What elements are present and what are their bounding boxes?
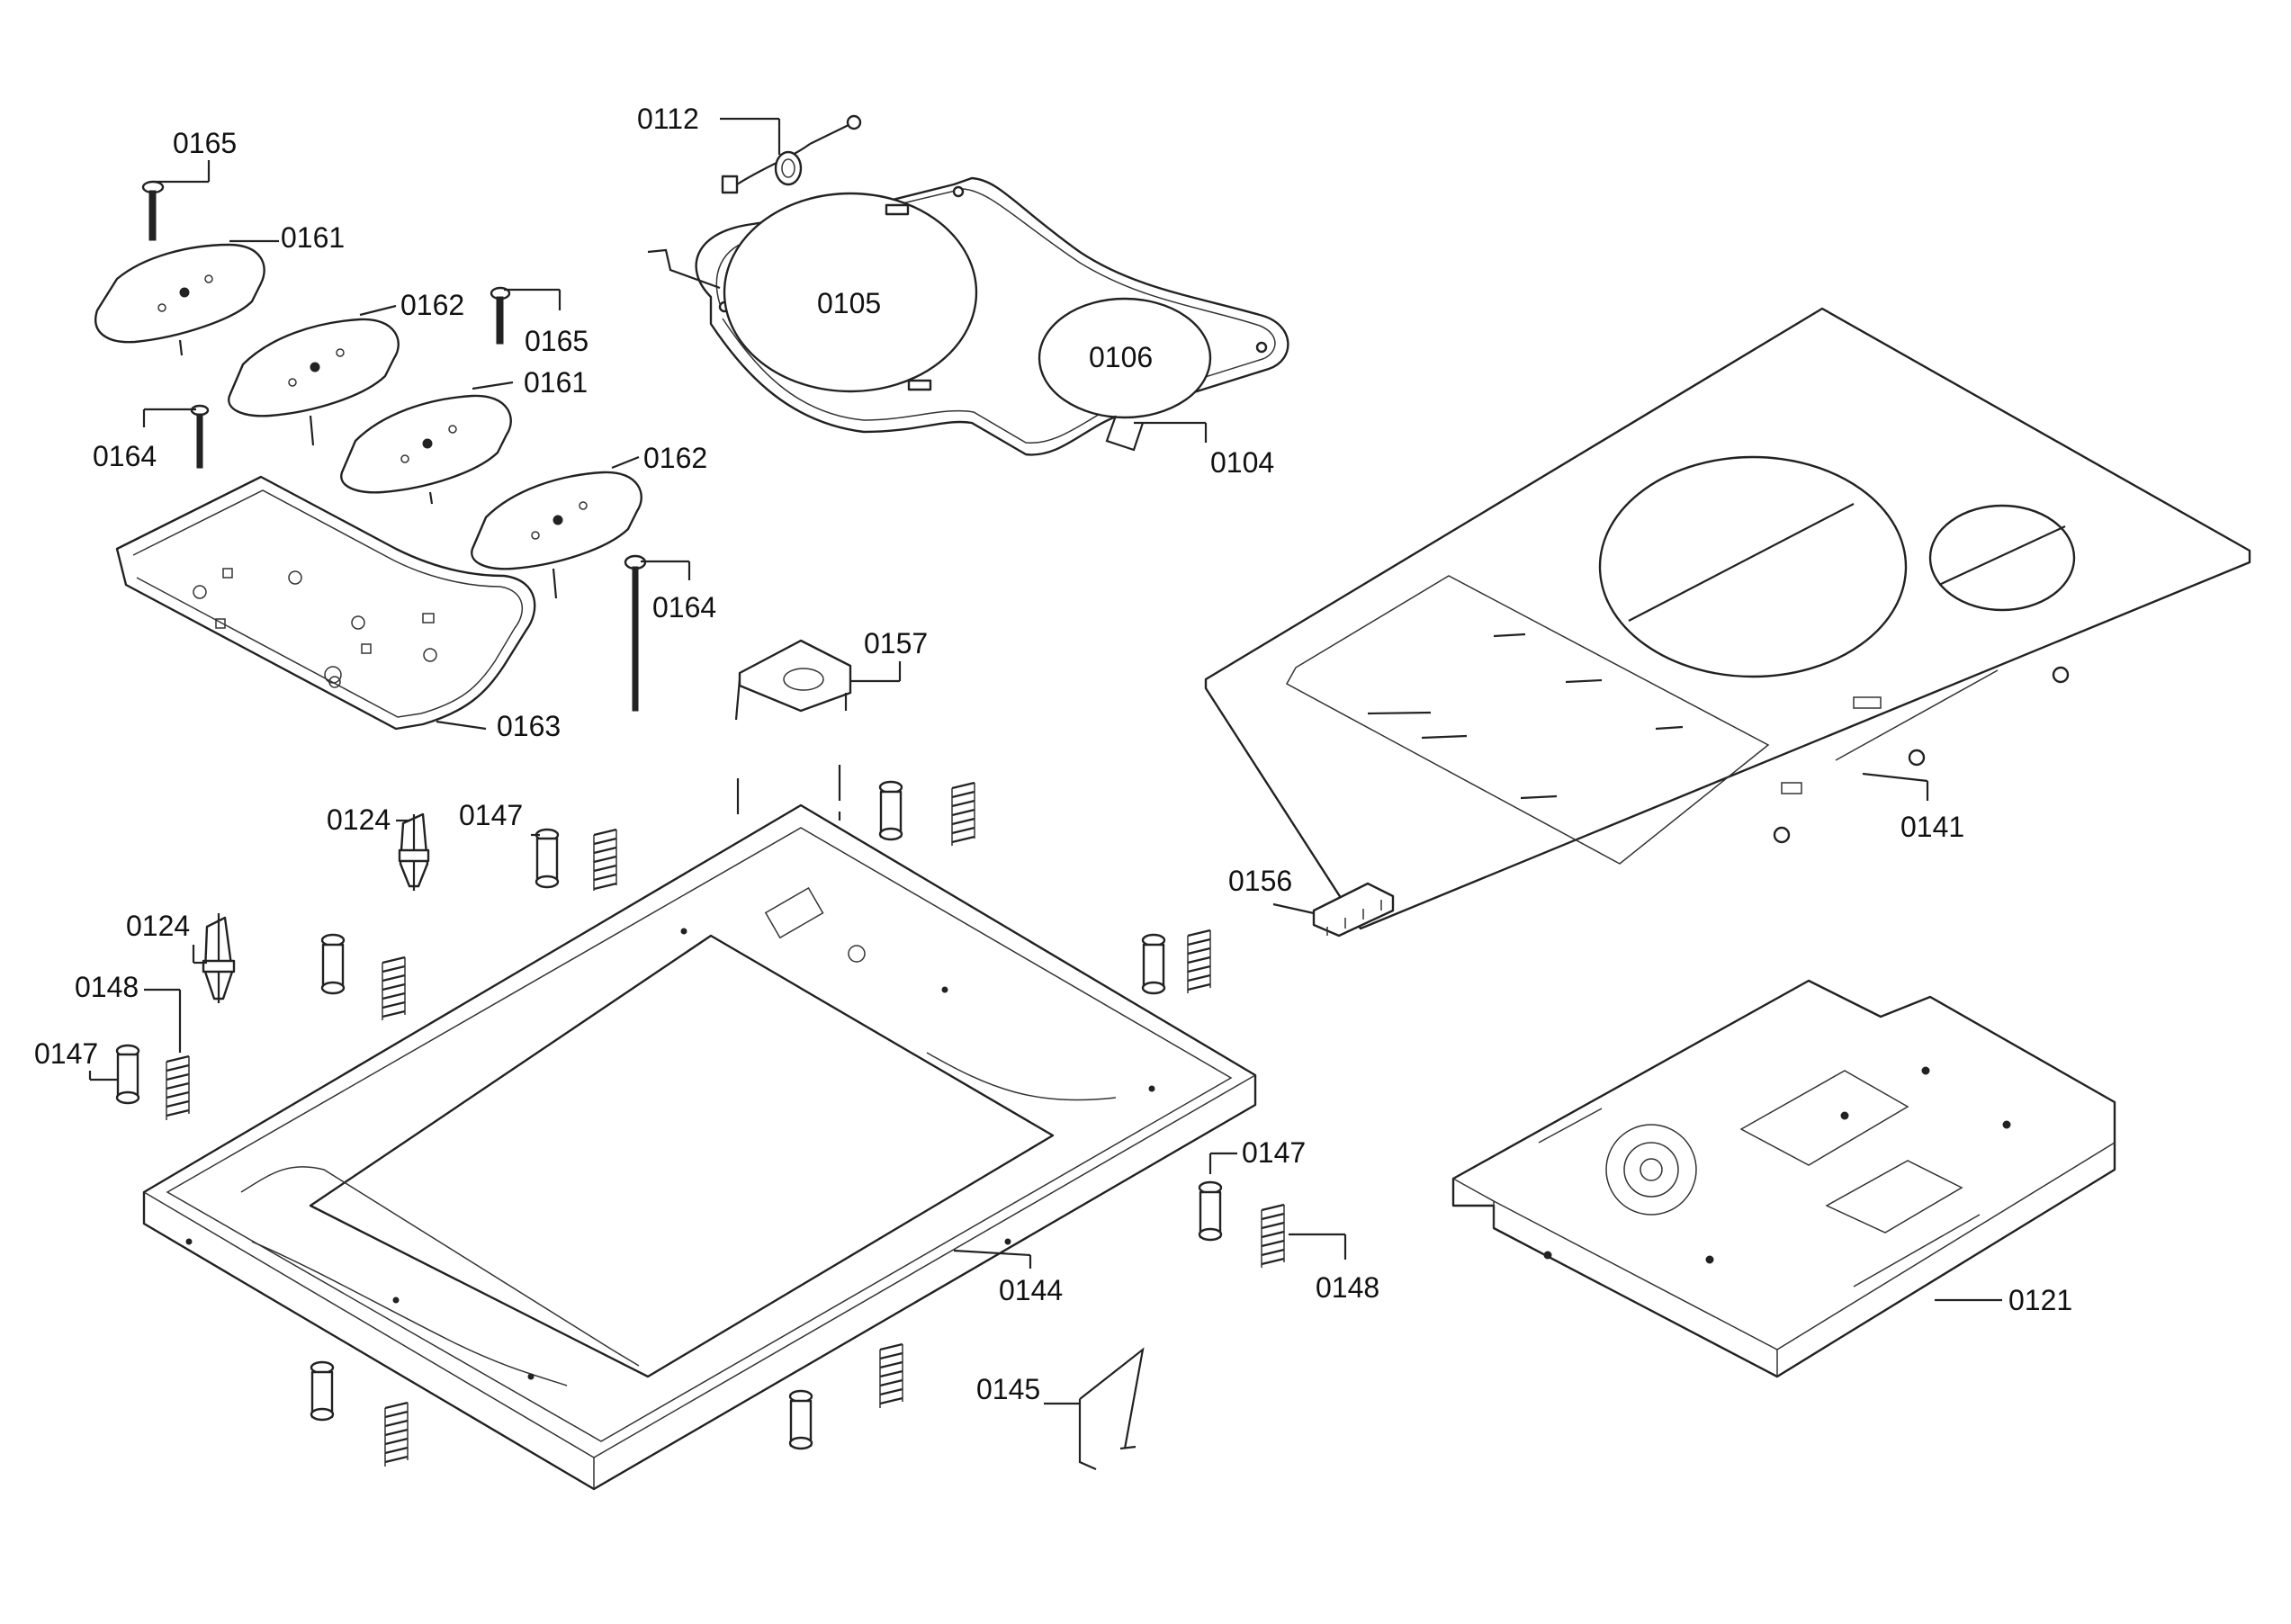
spring-bottom-left: [384, 1401, 409, 1467]
callout-0157: 0157: [864, 627, 928, 659]
part-0144-frame: [142, 803, 1257, 1491]
spring-mid-left: [382, 956, 406, 1020]
callout-0162b: 0162: [643, 442, 707, 474]
callout-0161a: 0161: [281, 221, 345, 254]
part-0165-screw-a: [141, 180, 165, 241]
callout-0121: 0121: [2008, 1284, 2072, 1316]
callout-0147a: 0147: [459, 799, 523, 831]
callout-0164a: 0164: [93, 440, 157, 472]
part-0163-tray: [115, 475, 536, 731]
callout-0165b: 0165: [525, 325, 588, 357]
part-0121-electronics-module: [1451, 979, 2116, 1378]
leader-0162b: [611, 455, 640, 470]
callout-0105: 0105: [817, 287, 881, 319]
leader-0141: [1862, 772, 1928, 783]
part-stud-top: [878, 780, 903, 841]
part-0157-bracket: [734, 639, 852, 721]
part-0124-clip-b: [202, 913, 236, 1003]
spring-bottom-mid: [879, 1342, 903, 1408]
part-0112-sensor: [721, 114, 862, 194]
part-stud-mid-left: [320, 933, 346, 995]
callout-0148b: 0148: [1316, 1271, 1379, 1304]
callout-0124b: 0124: [126, 910, 190, 942]
part-0164-screw-b: [624, 554, 647, 712]
callout-0104: 0104: [1210, 446, 1274, 479]
part-0145-clip: [1078, 1347, 1145, 1471]
part-0147-stud-c: [1198, 1180, 1223, 1242]
part-0162-pad-a: [228, 318, 400, 446]
callout-0161b: 0161: [524, 366, 588, 399]
part-0161-pad-a: [94, 243, 265, 356]
part-0147-stud-a: [535, 828, 560, 889]
callout-0164b: 0164: [652, 591, 716, 624]
leader-0162a: [359, 304, 397, 317]
leader-0163: [436, 720, 487, 731]
callout-0163: 0163: [497, 710, 561, 742]
part-0141-glass-top: [1204, 307, 2251, 930]
callout-0106: 0106: [1089, 341, 1153, 373]
spring-a: [593, 828, 617, 891]
callout-0165a: 0165: [173, 127, 237, 159]
callout-0147c: 0147: [1242, 1136, 1306, 1169]
part-0148-spring-a: [166, 1054, 190, 1120]
leader-0161b: [472, 381, 514, 390]
part-0165-screw-b: [490, 286, 511, 345]
part-0147-stud-b: [115, 1044, 140, 1105]
part-0164-screw-a: [190, 404, 210, 469]
spring-top: [951, 781, 975, 846]
callout-0141: 0141: [1900, 811, 1964, 843]
callout-0124a: 0124: [327, 803, 391, 836]
spring-right: [1187, 929, 1211, 993]
callout-0112: 0112: [637, 103, 699, 135]
part-0106-small-coil: [1038, 297, 1212, 452]
callout-0144: 0144: [999, 1274, 1063, 1306]
callout-0148a: 0148: [75, 971, 139, 1003]
callout-0162a: 0162: [400, 289, 464, 321]
part-0105-large-coil: [723, 192, 978, 393]
part-stud-right: [1141, 933, 1166, 995]
part-stud-bottom-mid: [788, 1389, 813, 1450]
callout-0147b: 0147: [34, 1037, 98, 1070]
part-0156-connector: [1312, 882, 1395, 938]
part-0124-clip-a: [398, 812, 430, 891]
part-0162-pad-b: [471, 471, 642, 599]
part-stud-bottom-left: [310, 1360, 335, 1422]
part-0148-spring-b: [1261, 1203, 1285, 1268]
part-0161-pad-b: [340, 394, 512, 505]
callout-0156: 0156: [1228, 865, 1292, 897]
callout-0145: 0145: [976, 1373, 1040, 1405]
